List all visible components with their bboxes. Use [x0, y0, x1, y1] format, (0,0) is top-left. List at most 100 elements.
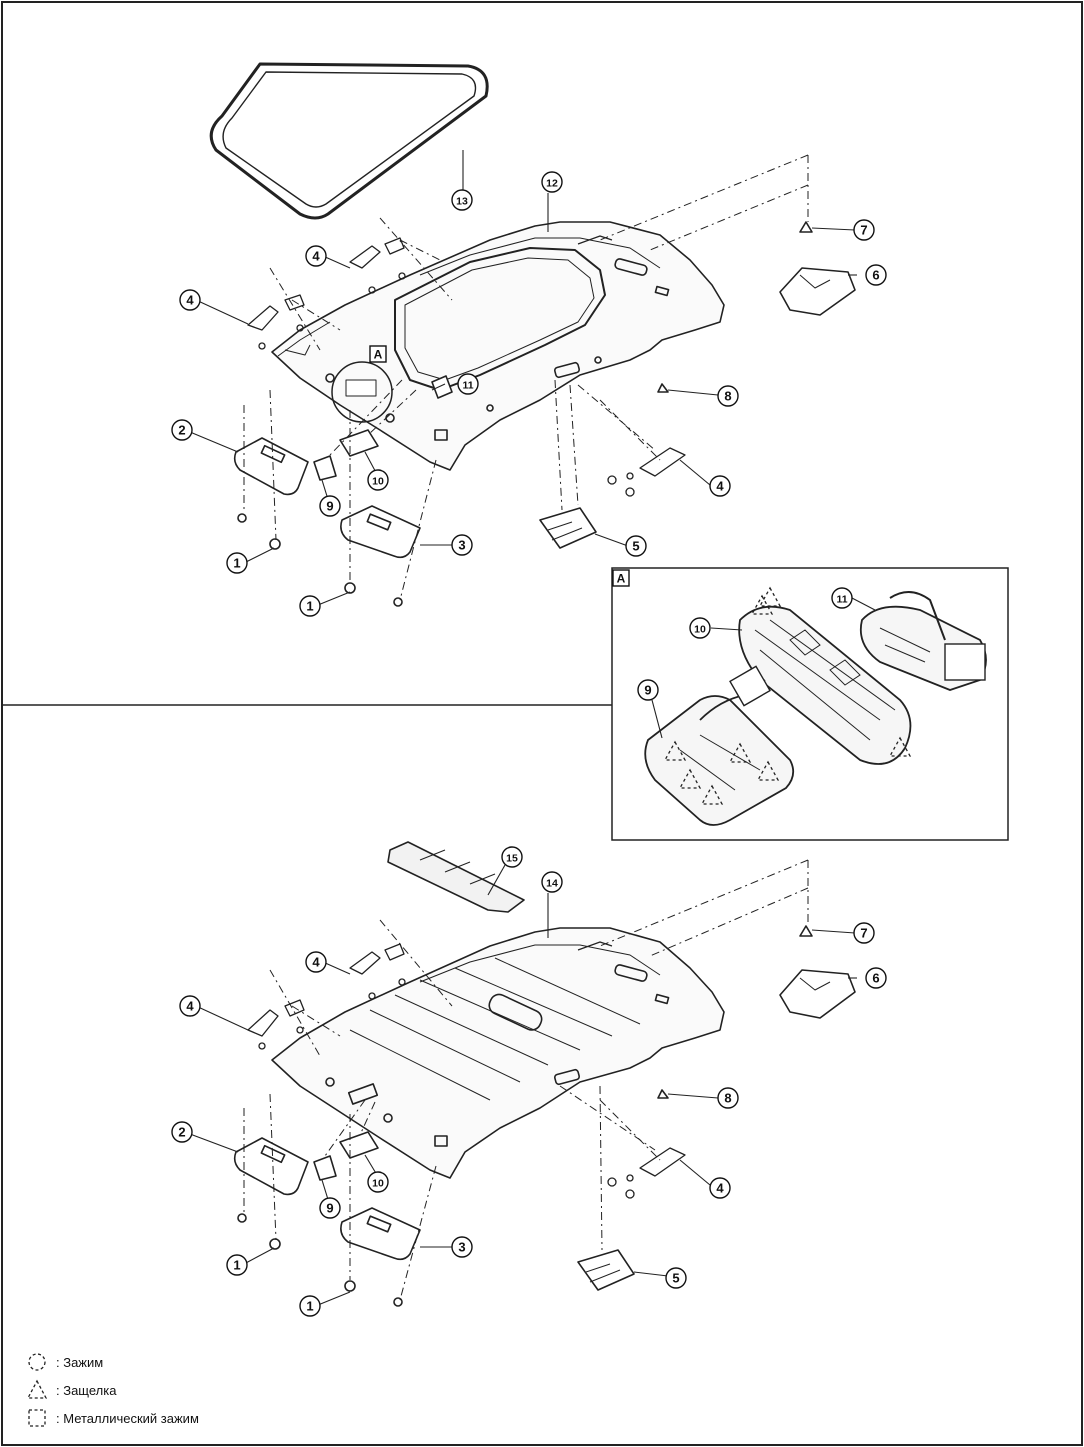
callout-number: 5 [672, 1271, 679, 1286]
callout-circle [171, 419, 193, 441]
legend-row-clip: : Зажим [26, 1348, 326, 1376]
callout-1: 1 [299, 595, 321, 617]
callout-circle [709, 475, 731, 497]
clip-8 [657, 383, 669, 393]
callout-10: 10 [367, 1171, 389, 1193]
detail-a-circle [331, 361, 393, 423]
callout-4: 4 [709, 475, 731, 497]
grab-handle-4d [247, 999, 305, 1050]
callout-4: 4 [305, 951, 327, 973]
callout-circle [853, 922, 875, 944]
callout-1: 1 [226, 552, 248, 574]
sunroof-seal [209, 62, 489, 220]
callout-number: 13 [456, 196, 468, 208]
pad-15 [387, 841, 525, 913]
callout-number: 6 [872, 268, 879, 283]
callout-number: 11 [836, 594, 847, 606]
sun-visor-3 [340, 505, 421, 607]
legend-latch-label: : Защелка [56, 1382, 117, 1398]
callout-circle [853, 219, 875, 241]
callout-5: 5 [625, 535, 647, 557]
callout-circle [865, 967, 887, 989]
callout-circle [305, 951, 327, 973]
dashed-square-icon [28, 1409, 46, 1427]
callout-number: 4 [186, 999, 194, 1014]
legend: : Зажим : Защелка : Металлический зажим [26, 1348, 326, 1432]
callout-11: 11 [831, 587, 853, 609]
callout-number: 1 [306, 599, 313, 614]
callout-9: 9 [319, 1197, 341, 1219]
dashed-triangle-icon [26, 1379, 48, 1399]
callout-circle [451, 189, 473, 211]
callout-circle [319, 1197, 341, 1219]
callout-number: 1 [306, 1299, 313, 1314]
callout-6: 6 [865, 264, 887, 286]
callout-8: 8 [717, 1087, 739, 1109]
callout-number: 10 [372, 476, 384, 488]
callout-5: 5 [665, 1267, 687, 1289]
headliner-12 [271, 221, 725, 471]
sun-visor-3-bottom [340, 1207, 421, 1307]
dashed-circle-icon [28, 1353, 46, 1371]
callout-4: 4 [179, 995, 201, 1017]
headliner-14 [271, 927, 725, 1179]
clip-7 [799, 221, 813, 233]
callout-circle [451, 1236, 473, 1258]
callout-number: 14 [546, 878, 558, 890]
callout-7: 7 [853, 219, 875, 241]
callout-circle [865, 264, 887, 286]
detail-a-inset [611, 567, 1009, 841]
callout-number: 12 [546, 178, 558, 190]
callout-6: 6 [865, 967, 887, 989]
callout-circle [367, 1171, 389, 1193]
callout-number: 7 [860, 926, 867, 941]
callout-number: 2 [178, 423, 185, 438]
callout-circle [457, 373, 479, 395]
callout-number: 9 [326, 1201, 333, 1216]
callout-circle [541, 871, 563, 893]
callout-10: 10 [367, 469, 389, 491]
callout-10: 10 [689, 617, 711, 639]
callout-11: 11 [457, 373, 479, 395]
callout-circle [717, 1087, 739, 1109]
callout-circle [179, 289, 201, 311]
legend-row-latch: : Защелка [26, 1376, 326, 1404]
callout-circle [501, 846, 523, 868]
callout-circle [299, 1295, 321, 1317]
callout-1: 1 [299, 1295, 321, 1317]
callout-circle [451, 534, 473, 556]
sun-visor-2 [233, 437, 309, 550]
callout-9: 9 [319, 495, 341, 517]
legend-clip-label: : Зажим [56, 1354, 104, 1370]
callout-4: 4 [305, 245, 327, 267]
detail-a-label: A [612, 569, 630, 587]
callout-number: 7 [860, 223, 867, 238]
callout-number: 8 [724, 389, 731, 404]
grab-handle-4a [247, 294, 305, 350]
callout-circle [171, 1121, 193, 1143]
callout-number: 1 [233, 1258, 240, 1273]
callout-number: 1 [233, 556, 240, 571]
callout-15: 15 [501, 846, 523, 868]
callout-7: 7 [853, 922, 875, 944]
callout-1: 1 [226, 1254, 248, 1276]
callout-circle [367, 469, 389, 491]
callout-number: 5 [632, 539, 639, 554]
callout-9: 9 [637, 679, 659, 701]
grab-handle-4b [349, 237, 406, 294]
callout-2: 2 [171, 419, 193, 441]
callout-circle [305, 245, 327, 267]
clip-7-bottom [799, 925, 813, 937]
callout-3: 3 [451, 534, 473, 556]
callout-number: 6 [872, 971, 879, 986]
grab-handle-4c [607, 447, 686, 497]
callout-3: 3 [451, 1236, 473, 1258]
callout-circle [299, 595, 321, 617]
callout-13: 13 [451, 189, 473, 211]
callout-circle [541, 171, 563, 193]
callout-number: 11 [462, 380, 473, 392]
legend-row-metal-clip: : Металлический зажим [26, 1404, 326, 1432]
callout-14: 14 [541, 871, 563, 893]
lamp-5 [539, 507, 597, 549]
